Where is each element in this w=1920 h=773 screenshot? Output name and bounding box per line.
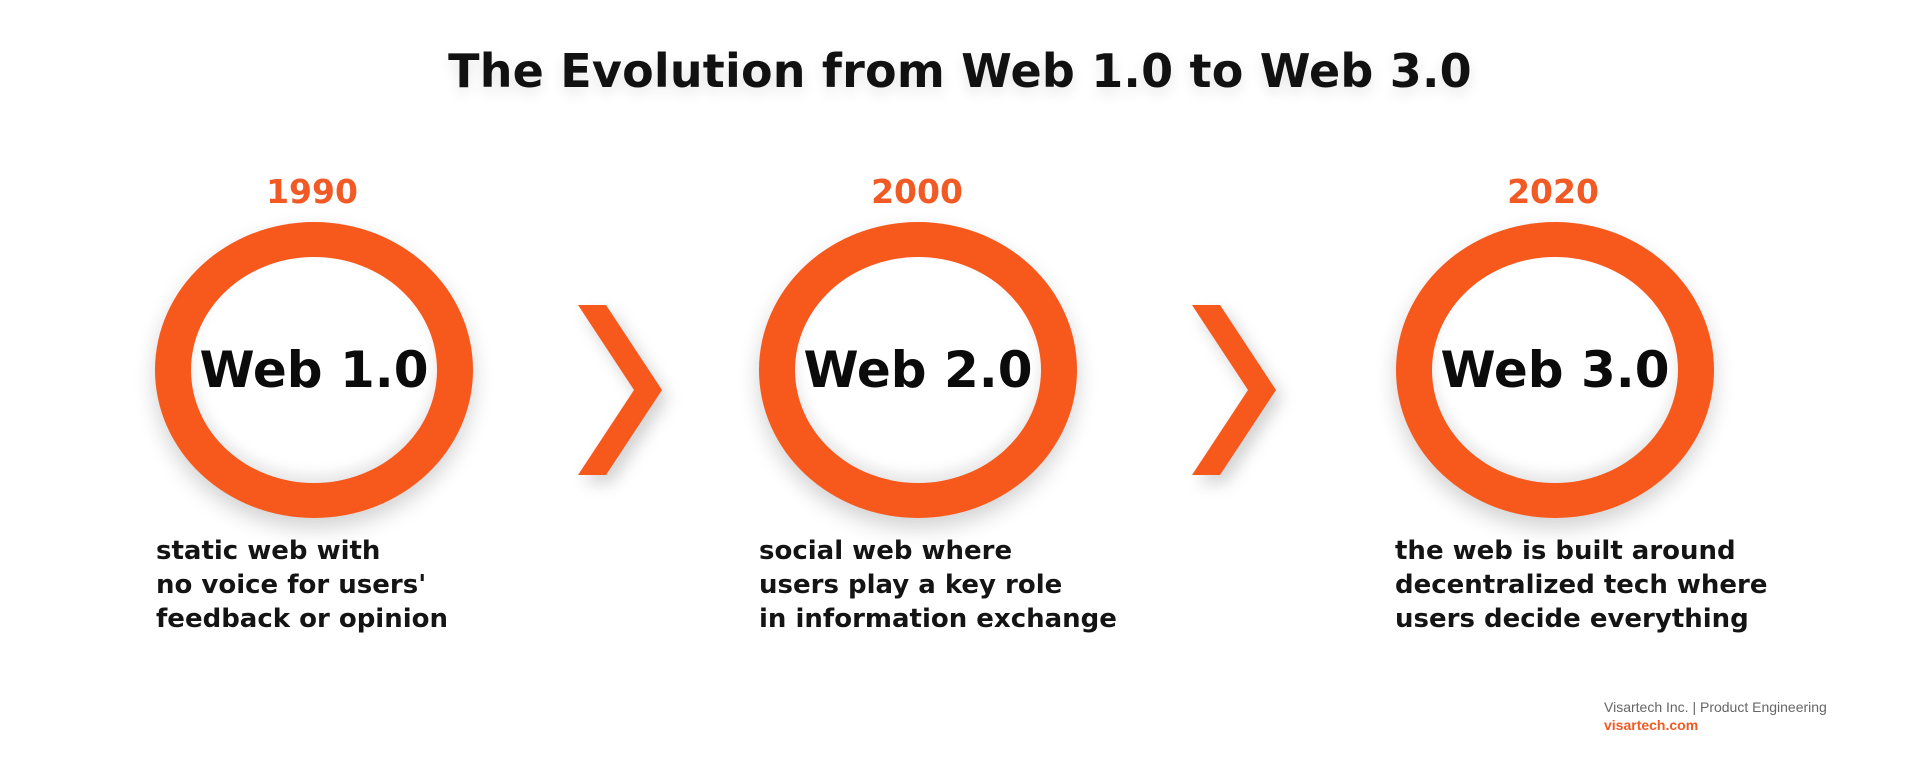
stage-description-line: static web with — [156, 536, 381, 566]
stage-description: social web where users play a key role i… — [759, 534, 1117, 636]
stage-description-line: users decide everything — [1395, 604, 1749, 634]
stage-description-line: no voice for users' — [156, 570, 427, 600]
chevron-right-icon — [578, 305, 662, 475]
stage-ring: Web 1.0 — [155, 222, 473, 518]
stage-web-1: 1990 Web 1.0 static web with no voice fo… — [152, 0, 482, 773]
stage-ring-center: Web 3.0 — [1432, 257, 1678, 483]
stage-ring: Web 2.0 — [759, 222, 1077, 518]
stage-description-line: users play a key role — [759, 570, 1063, 600]
stage-ring-center: Web 1.0 — [191, 257, 437, 483]
stage-web-2: 2000 Web 2.0 social web where users play… — [757, 0, 1117, 773]
stage-year: 2020 — [1507, 172, 1599, 211]
stage-ring-center: Web 2.0 — [795, 257, 1041, 483]
stage-web-3: 2020 Web 3.0 the web is built around dec… — [1393, 0, 1768, 773]
stage-description-line: feedback or opinion — [156, 604, 449, 634]
stage-label: Web 3.0 — [1440, 341, 1670, 399]
footer: Visartech Inc. | Product Engineering vis… — [1604, 698, 1827, 734]
stage-year: 1990 — [266, 172, 358, 211]
stage-description-line: in information exchange — [759, 604, 1117, 634]
stage-year: 2000 — [871, 172, 963, 211]
stage-label: Web 2.0 — [803, 341, 1033, 399]
stage-description-line: the web is built around — [1395, 536, 1736, 566]
stage-description-line: decentralized tech where — [1395, 570, 1768, 600]
stage-ring: Web 3.0 — [1396, 222, 1714, 518]
diagram-title: The Evolution from Web 1.0 to Web 3.0 — [448, 44, 1472, 98]
stage-description-line: social web where — [759, 536, 1013, 566]
stage-label: Web 1.0 — [199, 341, 429, 399]
stage-description: static web with no voice for users' feed… — [156, 534, 448, 636]
footer-website-link[interactable]: visartech.com — [1604, 717, 1699, 733]
chevron-right-icon — [1192, 305, 1276, 475]
footer-company: Visartech Inc. | Product Engineering — [1604, 699, 1827, 715]
stage-description: the web is built around decentralized te… — [1395, 534, 1768, 636]
